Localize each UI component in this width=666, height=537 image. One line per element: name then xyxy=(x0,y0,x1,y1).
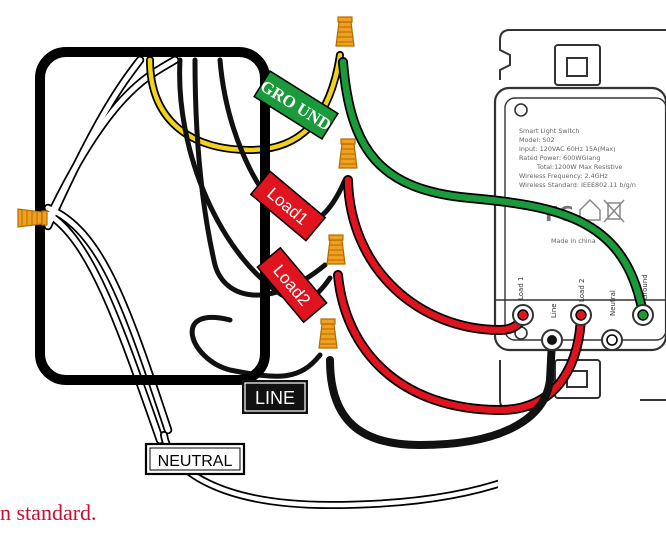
caption-text: n standard. xyxy=(0,500,97,525)
device-rated-power: Rated Power: 600WGlang xyxy=(519,154,600,162)
device-title: Smart Light Switch xyxy=(519,127,579,135)
wall-box xyxy=(35,47,270,385)
terminal-label-load2: Load 2 xyxy=(578,279,586,302)
smart-switch-device: FC Smart Light Switch Model: S02 Input: … xyxy=(493,28,666,537)
weee-bin-icon xyxy=(603,199,625,223)
wire-nut-line xyxy=(318,318,338,349)
line-tag: LINE xyxy=(242,380,308,414)
neutral-tag: NEUTRAL xyxy=(144,442,246,476)
terminal-label-line: Line xyxy=(550,303,558,318)
line-label: LINE xyxy=(255,388,295,408)
wire-nut-load1 xyxy=(338,138,358,169)
terminal-screws xyxy=(512,304,654,351)
terminal-label-neutral: Neutral xyxy=(609,290,617,316)
wire-nut-neutral xyxy=(17,208,48,228)
device-input: Input: 120VAC 60Hz 15A(Max) xyxy=(519,145,616,153)
wire-nut-ground xyxy=(335,16,355,47)
device-frequency: Wireless Frequency: 2.4GHz xyxy=(519,172,608,180)
neutral-label: NEUTRAL xyxy=(158,453,233,470)
device-total: Total:1200W Max Resistive xyxy=(536,163,623,171)
terminal-label-load1: Load 1 xyxy=(517,277,525,300)
wire-nut-load2 xyxy=(326,234,346,265)
terminal-label-ground: Ground xyxy=(641,274,649,300)
device-standard: Wireless Standard: IEEE802.11 b/g/n xyxy=(519,181,636,189)
device-model: Model: S02 xyxy=(519,136,555,144)
device-made-in: Made in china xyxy=(551,237,596,245)
device-wires xyxy=(326,57,648,450)
